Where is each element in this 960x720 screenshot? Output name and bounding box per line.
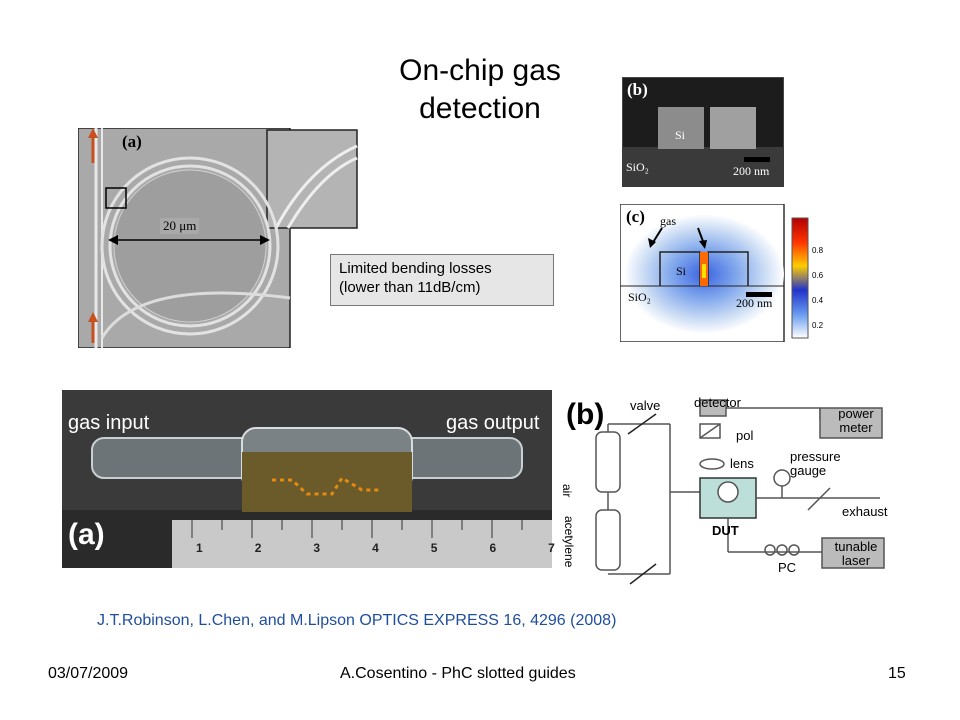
photo-panel-label: (a) [68,518,105,551]
gas-input-label: gas input [68,412,150,434]
ruler-number: 7 [548,541,555,555]
setup-schematic [595,399,885,585]
power-label: power [838,406,874,421]
colorbar-ticks: 0.8 0.6 0.4 0.2 [812,238,823,338]
setup-panel-label: (b) [566,398,605,431]
pol-label: pol [736,428,754,443]
gas-cell-photo [62,390,552,568]
valve-label: valve [630,398,661,413]
dut-label: DUT [712,523,739,538]
detector-label: detector [694,395,741,410]
figure-a-label: (a) [122,132,142,151]
ruler-numbers: 1 2 3 4 5 6 7 [196,541,555,555]
sem-scale-label: 200 nm [733,164,770,178]
colorbar-tick: 0.8 [812,246,824,255]
tunable-laser-box: tunable laser [826,540,886,568]
footer-title: A.Cosentino - PhC slotted guides [340,665,576,682]
gauge-label: gauge [790,463,827,478]
gas-label: gas [660,214,676,228]
title-line-1: On-chip gas [399,54,561,87]
ruler-number: 5 [430,541,438,555]
power-meter-box: power meter [826,407,886,435]
mode-si-label: Si [676,264,687,278]
ruler-number: 2 [254,541,262,555]
ruler-number: 4 [372,541,379,555]
pc-label: PC [778,560,797,575]
colorbar-tick: 0.4 [812,296,824,305]
slot-waveguide-sem-image [622,77,784,187]
ruler-number: 3 [313,541,321,555]
tunable-label: tunable [834,539,878,554]
citation-text: J.T.Robinson, L.Chen, and M.Lipson OPTIC… [97,612,617,629]
bending-loss-note: Limited bending losses (lower than 11dB/… [330,254,554,306]
pressure-label: pressure [790,449,841,464]
lens-label: lens [730,456,754,471]
exhaust-label: exhaust [842,504,888,519]
pressure-gauge-label: pressure gauge [790,450,841,478]
si-label: Si [675,128,686,142]
meter-label: meter [839,420,873,435]
ring-resonator-sem-image [78,128,358,348]
mode-scale-label: 200 nm [736,296,773,310]
mode-profile-image [620,204,809,342]
figure-b-sem-label: (b) [627,80,648,99]
ruler-number: 1 [196,541,203,555]
footer-date: 03/07/2009 [48,665,129,682]
note-line-2: (lower than 11dB/cm) [339,279,481,296]
title-line-2: detection [419,92,541,125]
gas-output-label: gas output [446,412,540,434]
acetylene-label: acetylene [562,516,576,568]
laser-label: laser [841,553,871,568]
air-label: air [560,484,574,498]
figure-c-label: (c) [626,207,645,226]
colorbar-tick: 0.2 [812,321,824,330]
sio2-label: SiO₂ [626,160,649,174]
note-line-1: Limited bending losses [339,260,492,277]
mode-sio2-label: SiO₂ [628,290,651,304]
slide-title: On-chip gas detection [370,52,590,128]
colorbar-tick: 0.6 [812,271,824,280]
page-number: 15 [888,665,906,682]
ruler-number: 6 [489,541,497,555]
ring-diameter-label: 20 μm [160,218,200,234]
